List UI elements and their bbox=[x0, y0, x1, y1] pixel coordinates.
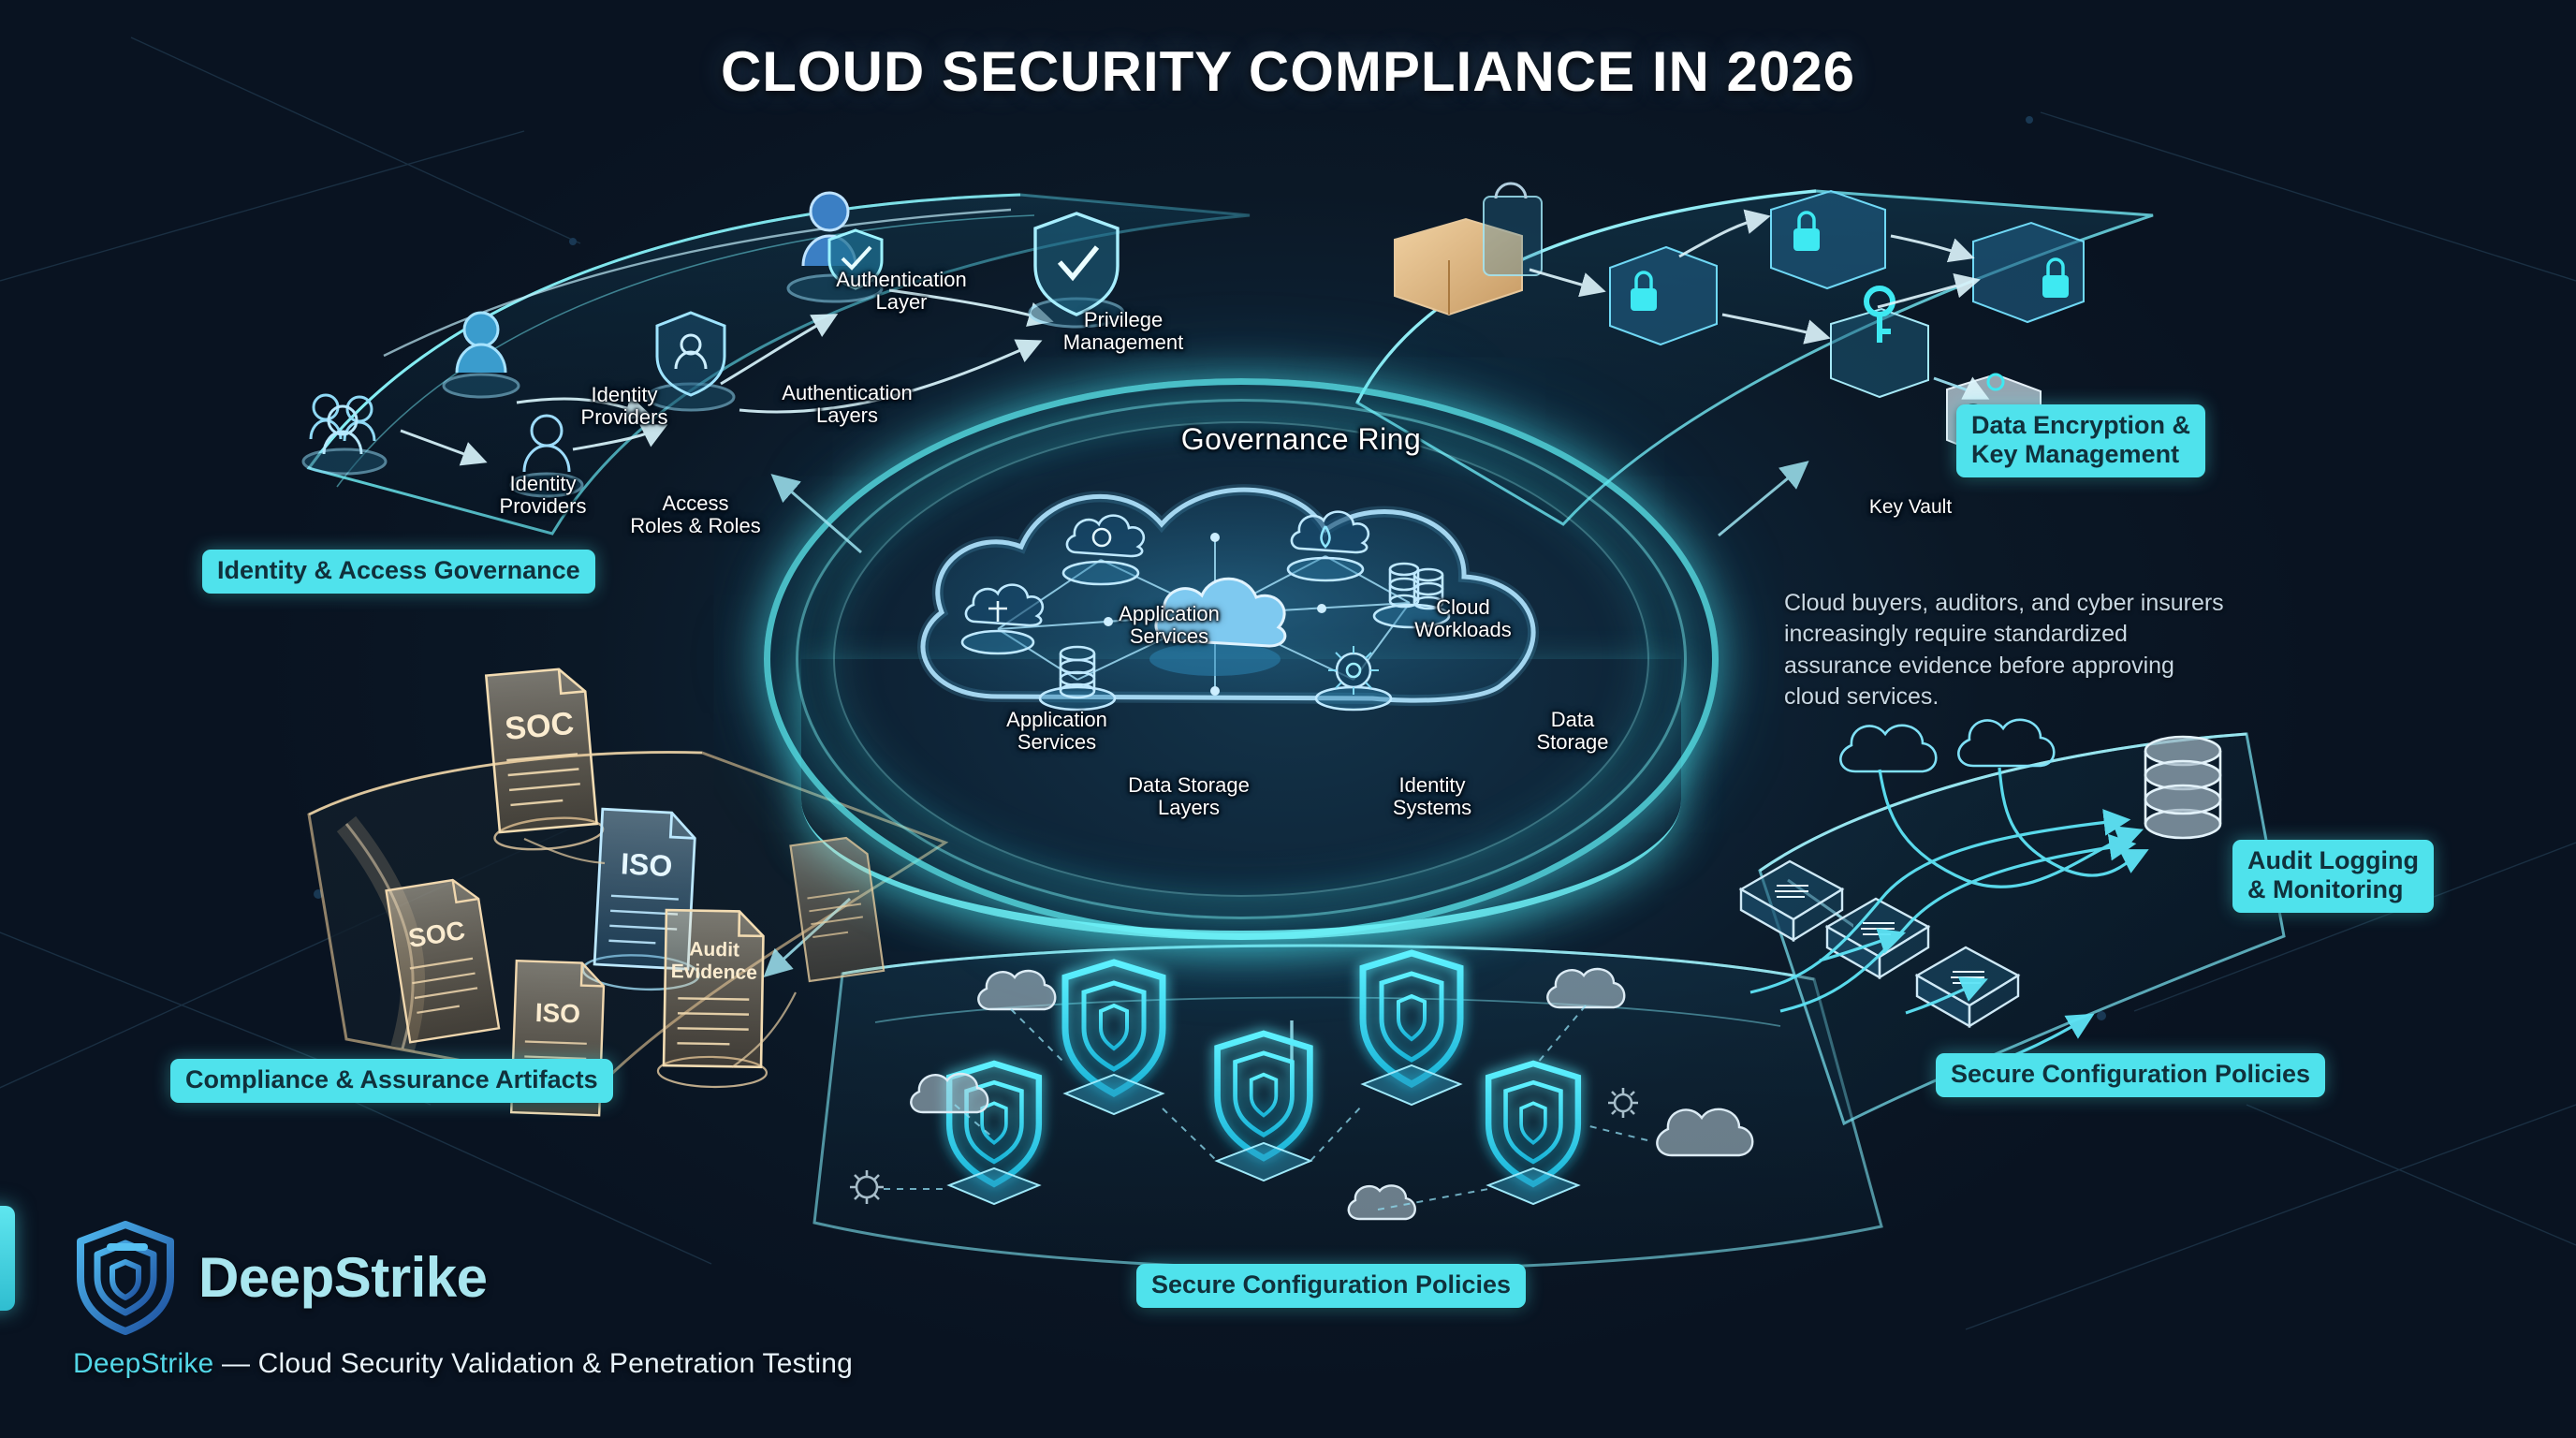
data-crate-icon bbox=[1394, 217, 1523, 316]
user-shield-check-icon bbox=[786, 191, 884, 303]
deepstrike-shield-maze-logo bbox=[77, 1221, 174, 1335]
badge-identity-access-governance[interactable]: Identity & Access Governance bbox=[202, 550, 595, 594]
policy-shields bbox=[850, 949, 1754, 1221]
cloud-hub-graphic bbox=[917, 484, 1539, 712]
page-title: CLOUD SECURITY COMPLIANCE IN 2026 bbox=[720, 40, 1856, 103]
pod-application-services-left bbox=[960, 583, 1045, 655]
brand-lockup: DeepStrike bbox=[73, 1219, 853, 1335]
gear-icon-left bbox=[850, 1170, 884, 1204]
identity-node-icons bbox=[301, 191, 1125, 498]
pod-data-storage-layers bbox=[1038, 645, 1117, 712]
identity-flow-arrows bbox=[383, 208, 1054, 466]
document-audit-evidence: Audit Evidence bbox=[656, 908, 768, 1089]
shielded-plate-icon bbox=[1483, 182, 1543, 276]
shield-check-icon bbox=[1028, 212, 1125, 329]
governance-ring bbox=[764, 378, 1719, 940]
encrypted-block-icon-3 bbox=[1972, 221, 2085, 324]
svg-text:Evidence: Evidence bbox=[670, 961, 757, 984]
cloud-node-icon-2 bbox=[977, 969, 1057, 1011]
log-database-icon bbox=[2144, 735, 2222, 840]
footer-tagline-brand: DeepStrike bbox=[73, 1348, 214, 1379]
footer-tagline-rest: — Cloud Security Validation & Penetratio… bbox=[213, 1348, 854, 1379]
cloud-node-icon-1 bbox=[910, 1072, 989, 1114]
cloud-node-icon-5 bbox=[1347, 1184, 1416, 1221]
secure-config-bottom-panel bbox=[812, 944, 1883, 1271]
document-soc-top: SOC bbox=[484, 668, 605, 851]
users-group-icon bbox=[301, 393, 388, 476]
encryption-icons bbox=[1394, 182, 2085, 461]
body-copy: Cloud buyers, auditors, and cyber insure… bbox=[1784, 590, 2224, 710]
audit-cloud-icon-1 bbox=[1839, 724, 1938, 773]
badge-audit-logging-monitoring[interactable]: Audit Logging & Monitoring bbox=[2232, 840, 2434, 913]
badge-secure-configuration-policies-bottom[interactable]: Secure Configuration Policies bbox=[1136, 1264, 1527, 1308]
footer: DeepStrike DeepStrike — Cloud Security V… bbox=[73, 1219, 853, 1380]
badge-data-encryption-key-management[interactable]: Data Encryption & Key Management bbox=[1956, 404, 2206, 477]
gear-icon-right bbox=[1608, 1088, 1638, 1118]
log-tile-1 bbox=[1738, 859, 1845, 943]
user-badge-icon bbox=[509, 414, 584, 498]
pod-application-services-upper bbox=[1061, 514, 1146, 586]
badge-compliance-assurance-artifacts[interactable]: Compliance & Assurance Artifacts bbox=[170, 1059, 613, 1103]
cloud-node-icon-3 bbox=[1546, 967, 1626, 1009]
badge-secure-configuration-policies-right[interactable]: Secure Configuration Policies bbox=[1936, 1053, 2326, 1097]
svg-text:ISO: ISO bbox=[534, 998, 580, 1029]
edge-accent-chip bbox=[0, 1206, 15, 1311]
svg-text:ISO: ISO bbox=[620, 846, 673, 883]
svg-text:SOC: SOC bbox=[504, 706, 576, 747]
shield-user-icon bbox=[646, 311, 736, 412]
encrypted-block-icon-1 bbox=[1609, 245, 1718, 346]
document-blank-right bbox=[789, 836, 886, 983]
svg-text:Audit: Audit bbox=[689, 939, 739, 961]
brand-name: DeepStrike bbox=[198, 1245, 488, 1309]
user-icon bbox=[442, 311, 520, 399]
ring-bottom-glow bbox=[801, 659, 1681, 940]
key-cube-icon bbox=[1830, 286, 1929, 399]
audit-logging-icons bbox=[1738, 718, 2222, 1062]
cloud-node-icon-4 bbox=[1656, 1108, 1754, 1157]
pod-data-storage bbox=[1372, 562, 1451, 629]
pod-identity-systems bbox=[1314, 646, 1393, 712]
encrypted-block-icon-2 bbox=[1770, 189, 1886, 290]
audit-cloud-icon-2 bbox=[1957, 718, 2056, 768]
document-soc-left: SOC bbox=[385, 878, 501, 1044]
pod-cloud-workloads bbox=[1286, 510, 1370, 582]
compliance-documents: SOC ISO SOC ISO bbox=[385, 668, 886, 1117]
footer-tagline: DeepStrike — Cloud Security Validation &… bbox=[73, 1348, 853, 1380]
central-cloud-icon bbox=[1149, 577, 1287, 676]
log-tile-3 bbox=[1914, 946, 2021, 1029]
